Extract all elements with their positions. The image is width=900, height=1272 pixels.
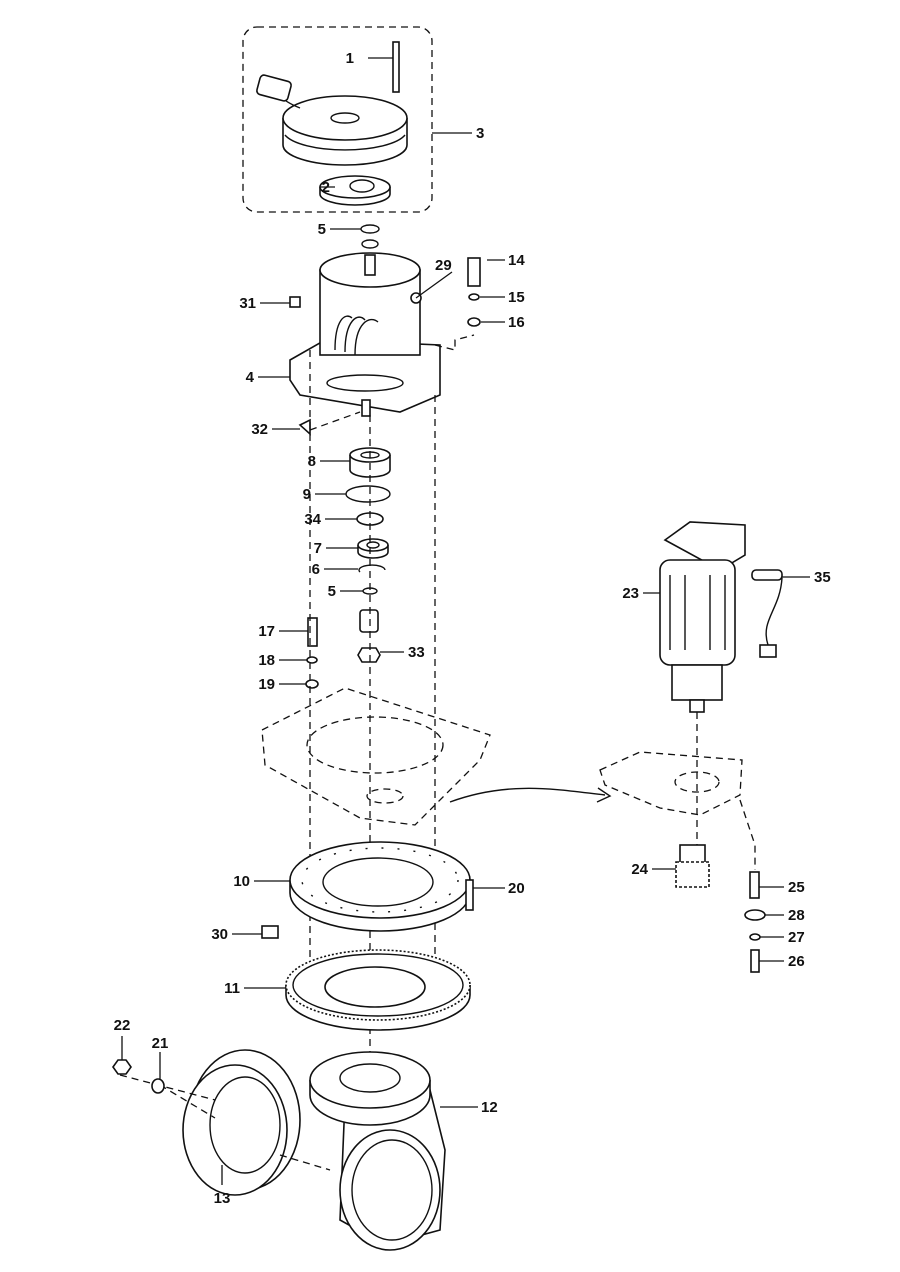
- callout-32: 32: [251, 421, 268, 438]
- callout-23: 23: [622, 585, 639, 602]
- callout-33: 33: [408, 644, 425, 661]
- callout-11: 11: [224, 980, 240, 997]
- callout-12: 12: [481, 1099, 498, 1116]
- callout-15: 15: [508, 289, 525, 306]
- callout-1: 1: [346, 50, 354, 67]
- callout-25: 25: [788, 879, 805, 896]
- callout-30: 30: [211, 926, 228, 943]
- callout-29: 29: [435, 257, 452, 274]
- part-20-bolt: [465, 879, 474, 911]
- part-25-bolt: [749, 871, 760, 899]
- part-22-nut: [112, 1059, 132, 1075]
- callout-2: 2: [322, 179, 330, 196]
- part-27-washer: [749, 933, 761, 941]
- callout-9: 9: [303, 486, 311, 503]
- callout-17: 17: [258, 623, 275, 640]
- part-32-key: [298, 418, 311, 436]
- callout-18: 18: [258, 652, 275, 669]
- part-3-brake: [256, 74, 408, 166]
- callout-28: 28: [788, 907, 805, 924]
- part-12-housing: [309, 1051, 446, 1251]
- part-11-gear: [285, 949, 471, 1031]
- part-pinion: [359, 609, 379, 633]
- part-14-bolt: [467, 257, 481, 287]
- part-19-washer: [305, 679, 319, 689]
- part-9-o-ring: [345, 485, 391, 503]
- part-30-fitting: [261, 925, 279, 939]
- part-16-washer: [467, 317, 481, 327]
- guide-14: [434, 334, 475, 351]
- callout-4: 4: [246, 369, 255, 386]
- right-guide-lines: [696, 712, 756, 870]
- part-17-bolt: [307, 617, 318, 647]
- leader-lines: [121, 57, 810, 1185]
- transfer-arrow: [449, 787, 612, 803]
- callout-31: 31: [239, 295, 256, 312]
- part-13-wheel: [182, 1049, 301, 1196]
- part-24-pinion: [675, 844, 710, 888]
- part-6-circlip: [358, 564, 386, 573]
- part-1-pin: [392, 41, 400, 93]
- part-18-washer: [306, 656, 318, 664]
- part-7-bearing: [357, 538, 389, 559]
- callout-14: 14: [508, 252, 525, 269]
- callout-19: 19: [258, 676, 275, 693]
- callout-35: 35: [814, 569, 831, 586]
- callout-13: 13: [214, 1190, 231, 1207]
- callout-8: 8: [308, 453, 316, 470]
- part-28-washer: [744, 909, 766, 921]
- callout-16: 16: [508, 314, 525, 331]
- part-4-motor: [289, 252, 441, 417]
- part-21-washer: [151, 1078, 165, 1094]
- gearbox-plate-dashed: [599, 751, 743, 816]
- callout-3: 3: [476, 125, 484, 142]
- part-2-hub: [319, 175, 391, 206]
- part-31-key: [289, 296, 301, 308]
- callout-34: 34: [304, 511, 321, 528]
- callout-5-upper: 5: [318, 221, 326, 238]
- part-10-ring: [289, 841, 471, 932]
- part-26-bolt: [750, 949, 760, 973]
- callout-10: 10: [233, 873, 250, 890]
- part-15-washer: [468, 293, 480, 301]
- callout-24: 24: [631, 861, 648, 878]
- part-33-nut: [357, 647, 381, 663]
- callout-22: 22: [114, 1017, 131, 1034]
- callout-26: 26: [788, 953, 805, 970]
- part-35-sensor: [751, 569, 783, 658]
- wheel-guide-lines: [119, 1074, 331, 1171]
- callout-5-lower: 5: [328, 583, 336, 600]
- callout-21: 21: [152, 1035, 169, 1052]
- callout-20: 20: [508, 880, 525, 897]
- part-5-ring-upper: [360, 224, 380, 234]
- mounting-plate-dashed: [261, 687, 491, 826]
- guide-32: [309, 411, 361, 431]
- callout-7: 7: [314, 540, 322, 557]
- callout-27: 27: [788, 929, 805, 946]
- part-23-motor: [659, 521, 746, 713]
- part-5-ring-upper-b: [361, 239, 379, 249]
- callout-6: 6: [312, 561, 320, 578]
